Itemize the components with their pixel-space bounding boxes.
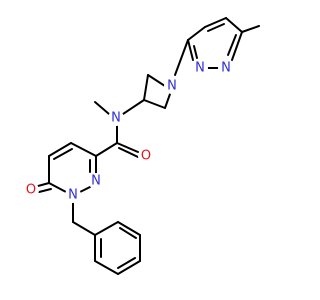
nitrogen-label: N	[221, 61, 231, 76]
bond	[72, 221, 96, 236]
bond	[95, 142, 118, 157]
bond-double	[53, 148, 73, 160]
bonds	[37, 17, 260, 275]
label-bg	[23, 182, 39, 198]
label-bg	[164, 78, 180, 94]
bond	[70, 142, 97, 157]
bond	[48, 142, 72, 157]
bond	[117, 221, 141, 236]
bond	[204, 17, 227, 28]
bond-double	[227, 34, 237, 56]
nitrogen-label: N	[91, 174, 101, 189]
bond	[143, 99, 166, 109]
bond	[231, 31, 243, 61]
bond	[187, 39, 194, 61]
bond	[174, 39, 189, 76]
nitrogen-label: N	[68, 188, 78, 203]
label-bg	[88, 173, 104, 189]
bond-double	[118, 147, 139, 158]
bond-double	[38, 188, 52, 193]
bond-methyl	[241, 25, 260, 33]
bond-double	[117, 257, 136, 269]
label-bg	[218, 60, 234, 76]
bond	[122, 99, 145, 115]
nitrogen-label: N	[167, 79, 177, 94]
bond-double	[207, 23, 225, 32]
nitrogen-label: N	[111, 111, 121, 126]
oxygen-label: O	[141, 149, 151, 164]
label-bg	[138, 148, 154, 164]
bond-double	[119, 227, 137, 239]
bond	[48, 182, 67, 193]
bond	[79, 186, 91, 193]
bond	[94, 260, 119, 275]
bond	[187, 26, 206, 41]
bond	[117, 260, 141, 275]
bond-n-methyl	[94, 101, 110, 115]
label-bg	[108, 110, 124, 126]
atom-labels: N N N N O N N O	[23, 60, 234, 203]
oxygen-label: O	[26, 183, 36, 198]
nitrogen-label: N	[195, 61, 205, 76]
bond-double	[37, 182, 50, 187]
bond	[164, 93, 171, 109]
label-bg	[65, 187, 81, 203]
label-bg	[192, 60, 208, 76]
bond-double	[116, 142, 139, 153]
molecule-structure: N N N N O N N O	[23, 17, 260, 275]
bond-double	[193, 45, 198, 59]
bond	[225, 17, 243, 33]
bond	[94, 221, 119, 236]
bond	[143, 74, 149, 101]
